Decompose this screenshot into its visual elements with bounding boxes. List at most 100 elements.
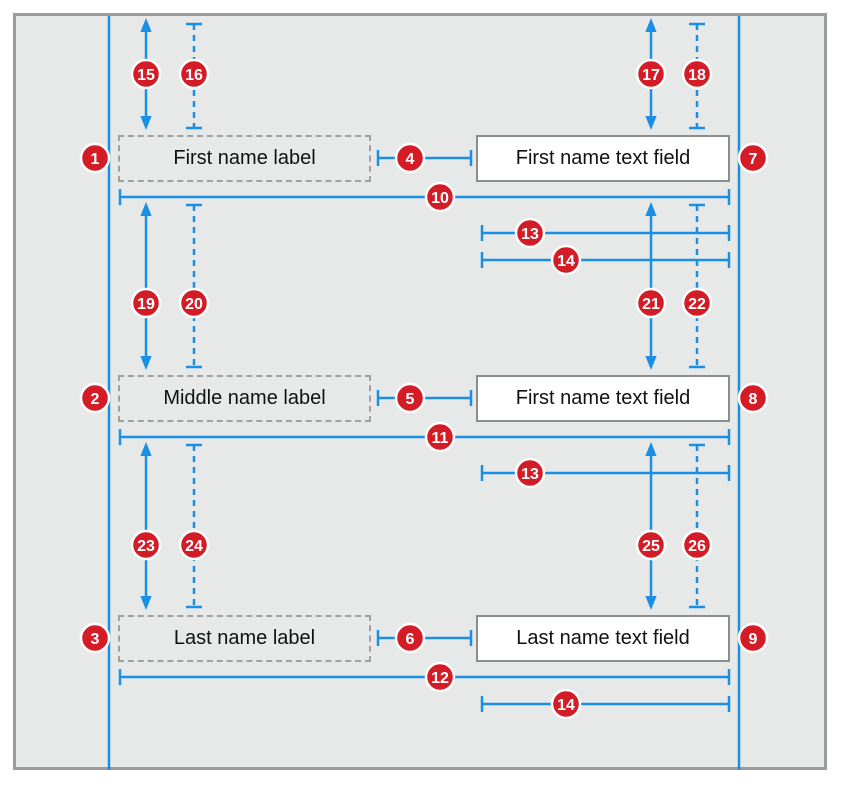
badge-2-circle xyxy=(79,382,111,414)
badge-7-number: 7 xyxy=(749,151,758,168)
middle-name-label-text: Middle name label xyxy=(163,387,326,409)
badge-5-circle xyxy=(394,382,426,414)
badge-13-b-circle xyxy=(514,457,546,489)
badge-1: 1 xyxy=(79,142,111,174)
badge-25-number: 25 xyxy=(642,538,660,555)
badge-22: 22 xyxy=(681,287,713,319)
badge-13-a: 13 xyxy=(514,217,546,249)
badge-19-circle xyxy=(130,287,162,319)
badge-16: 16 xyxy=(178,58,210,90)
badge-14-a-number: 14 xyxy=(557,253,575,270)
badge-21-number: 21 xyxy=(642,296,660,313)
badge-1-circle xyxy=(79,142,111,174)
badge-15: 15 xyxy=(130,58,162,90)
badge-8-number: 8 xyxy=(749,391,758,408)
badge-11: 11 xyxy=(424,421,456,453)
badge-5: 5 xyxy=(394,382,426,414)
badge-24-circle xyxy=(178,529,210,561)
badge-14-a: 14 xyxy=(550,244,582,276)
badge-20: 20 xyxy=(178,287,210,319)
badge-7-circle xyxy=(737,142,769,174)
badge-25-circle xyxy=(635,529,667,561)
first-name-text-field: First name text field xyxy=(476,135,730,182)
badge-13-b-number: 13 xyxy=(521,466,539,483)
badge-16-number: 16 xyxy=(185,67,203,84)
middle-name-text-field: First name text field xyxy=(476,375,730,422)
badge-23-number: 23 xyxy=(137,538,155,555)
badge-15-circle xyxy=(130,58,162,90)
badge-12-number: 12 xyxy=(431,670,449,687)
first-name-label: First name label xyxy=(118,135,371,182)
badge-13-a-number: 13 xyxy=(521,226,539,243)
last-name-label: Last name label xyxy=(118,615,371,662)
badge-12: 12 xyxy=(424,661,456,693)
badge-17: 17 xyxy=(635,58,667,90)
badge-22-number: 22 xyxy=(688,296,706,313)
badge-13-b: 13 xyxy=(514,457,546,489)
badge-14-b: 14 xyxy=(550,688,582,720)
badge-16-circle xyxy=(178,58,210,90)
constraint-15-head-bottom xyxy=(140,116,152,130)
badge-9-number: 9 xyxy=(749,631,758,648)
badge-11-circle xyxy=(424,421,456,453)
badge-10: 10 xyxy=(424,181,456,213)
badge-21: 21 xyxy=(635,287,667,319)
badge-5-number: 5 xyxy=(406,391,415,408)
badge-6-circle xyxy=(394,622,426,654)
badge-9-circle xyxy=(737,622,769,654)
badge-3: 3 xyxy=(79,622,111,654)
badge-24-number: 24 xyxy=(185,538,203,555)
badge-14-a-circle xyxy=(550,244,582,276)
badge-3-circle xyxy=(79,622,111,654)
badge-19-number: 19 xyxy=(137,296,155,313)
badge-26-number: 26 xyxy=(688,538,706,555)
badge-18: 18 xyxy=(681,58,713,90)
badge-20-number: 20 xyxy=(185,296,203,313)
badge-21-circle xyxy=(635,287,667,319)
badge-4: 4 xyxy=(394,142,426,174)
badge-2-number: 2 xyxy=(91,391,100,408)
badge-25: 25 xyxy=(635,529,667,561)
badge-10-circle xyxy=(424,181,456,213)
constraint-21-head-top xyxy=(645,202,657,216)
badge-8: 8 xyxy=(737,382,769,414)
badge-18-circle xyxy=(681,58,713,90)
constraint-17-head-top xyxy=(645,18,657,32)
badge-23: 23 xyxy=(130,529,162,561)
badge-13-a-circle xyxy=(514,217,546,249)
constraint-23-head-top xyxy=(140,442,152,456)
badge-19: 19 xyxy=(130,287,162,319)
badge-2: 2 xyxy=(79,382,111,414)
badge-6: 6 xyxy=(394,622,426,654)
badge-17-circle xyxy=(635,58,667,90)
badge-11-number: 11 xyxy=(432,430,449,447)
badge-14-b-circle xyxy=(550,688,582,720)
badge-3-number: 3 xyxy=(91,631,100,648)
constraint-17-head-bottom xyxy=(645,116,657,130)
badge-15-number: 15 xyxy=(137,67,155,84)
constraint-21-head-bottom xyxy=(645,356,657,370)
middle-name-text-field-text: First name text field xyxy=(515,387,691,409)
badge-1-number: 1 xyxy=(91,151,100,168)
middle-name-label: Middle name label xyxy=(118,375,371,422)
first-name-text-field-text: First name text field xyxy=(515,147,691,169)
constraint-15-head-top xyxy=(140,18,152,32)
badge-6-number: 6 xyxy=(406,631,415,648)
badge-9: 9 xyxy=(737,622,769,654)
badge-24: 24 xyxy=(178,529,210,561)
badge-4-circle xyxy=(394,142,426,174)
badge-14-b-number: 14 xyxy=(557,697,575,714)
first-name-label-text: First name label xyxy=(173,147,316,169)
badge-17-number: 17 xyxy=(642,67,660,84)
badge-10-number: 10 xyxy=(431,190,449,207)
constraint-19-head-bottom xyxy=(140,356,152,370)
constraint-23-head-bottom xyxy=(140,596,152,610)
badge-7: 7 xyxy=(737,142,769,174)
badge-18-number: 18 xyxy=(688,67,706,84)
badge-12-circle xyxy=(424,661,456,693)
badge-26-circle xyxy=(681,529,713,561)
badge-4-number: 4 xyxy=(406,151,415,168)
last-name-text-field-text: Last name text field xyxy=(516,627,690,649)
badge-20-circle xyxy=(178,287,210,319)
